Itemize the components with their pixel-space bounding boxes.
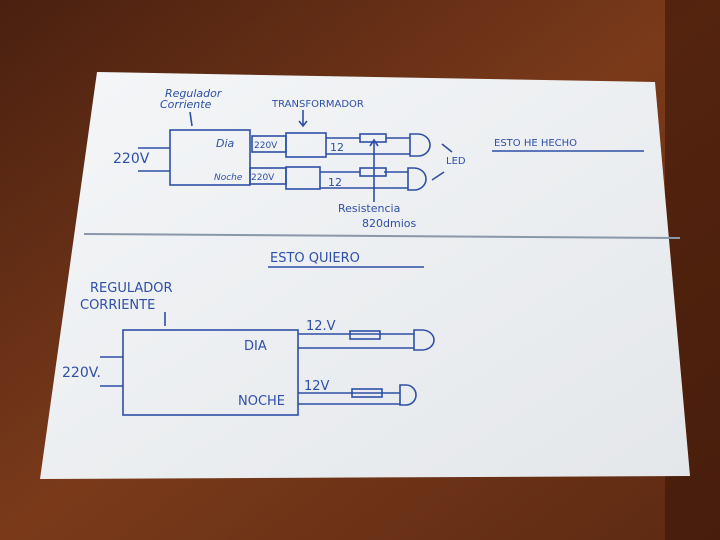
transformer-box xyxy=(285,166,321,190)
day-low-voltage: 12 xyxy=(330,141,344,154)
led-label: LED xyxy=(446,156,466,167)
output-day: Dia xyxy=(216,137,235,150)
led-icon xyxy=(409,133,431,157)
day-voltage: 12.V xyxy=(306,319,336,334)
section-title-wanted: ESTO QUIERO xyxy=(270,251,360,266)
night-low-voltage: 12 xyxy=(328,176,342,189)
input-wires xyxy=(138,147,170,172)
input-voltage: 220V xyxy=(113,151,150,167)
section-title-done: ESTO HE HECHO xyxy=(494,138,577,149)
regulator-label: CORRIENTE xyxy=(80,298,155,313)
regulator-label: Corriente xyxy=(160,98,212,111)
resistor-value: 820dmios xyxy=(362,217,416,230)
bottom-circuit-diagram: ESTO QUIERO REGULADOR CORRIENTE 220V. DI… xyxy=(62,251,435,416)
night-voltage: 220V xyxy=(251,173,275,183)
regulator-label: Regulador xyxy=(165,87,223,100)
wires xyxy=(298,333,414,349)
wires xyxy=(326,137,410,155)
night-voltage: 12V xyxy=(304,379,330,394)
wires xyxy=(298,392,400,405)
input-voltage: 220V. xyxy=(62,365,101,381)
resistor xyxy=(359,167,387,177)
day-voltage: 220V xyxy=(254,141,278,151)
transformer-box xyxy=(285,132,327,158)
section-divider xyxy=(83,233,681,239)
resistor xyxy=(351,388,383,398)
transformer-label: TRANSFORMADOR xyxy=(271,99,364,110)
arrow-icon xyxy=(431,143,453,181)
arrow-icon xyxy=(298,110,308,128)
top-circuit-diagram: Regulador Corriente TRANSFORMADOR 220V D… xyxy=(113,87,644,230)
paper-sheet xyxy=(40,72,690,479)
regulator-label: REGULADOR xyxy=(90,281,173,296)
output-night: Noche xyxy=(214,173,243,183)
led-icon xyxy=(407,167,427,191)
regulator-box xyxy=(169,129,251,186)
arrow-icon xyxy=(189,111,193,127)
arrow-icon xyxy=(369,138,379,202)
led-icon xyxy=(399,384,417,406)
output-day: DIA xyxy=(244,339,267,354)
wires xyxy=(320,171,408,189)
regulator-box xyxy=(122,329,299,416)
resistor-label: Resistencia xyxy=(338,202,400,215)
output-night: NOCHE xyxy=(238,394,285,409)
input-wires xyxy=(100,356,123,387)
resistor xyxy=(349,330,381,340)
led-icon xyxy=(413,329,435,351)
